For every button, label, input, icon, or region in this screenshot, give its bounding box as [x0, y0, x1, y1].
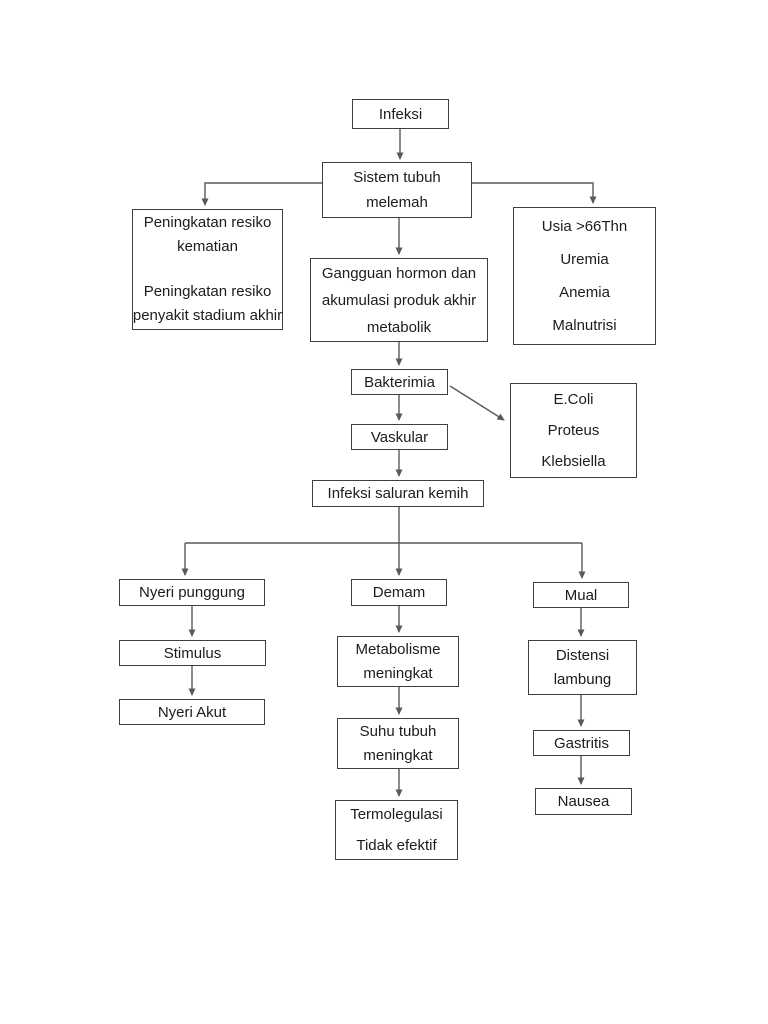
node-jenis-bakteri: E.Coli Proteus Klebsiella	[510, 383, 637, 478]
node-nyeri-akut: Nyeri Akut	[119, 699, 265, 725]
node-nausea: Nausea	[535, 788, 632, 815]
node-infeksi: Infeksi	[352, 99, 449, 129]
node-termoregulasi-tidak-efektif: Termolegulasi Tidak efektif	[335, 800, 458, 860]
node-label: Infeksi saluran kemih	[327, 485, 469, 502]
node-nyeri-punggung: Nyeri punggung	[119, 579, 265, 606]
node-label: melemah	[366, 194, 428, 211]
arrow-sistem-to-resiko	[201, 182, 322, 206]
node-label: Gastritis	[553, 734, 609, 752]
node-peningkatan-resiko: Peningkatan resiko kematian Peningkatan …	[132, 209, 283, 330]
node-label: Malnutrisi	[552, 317, 617, 334]
node-label: Nausea	[557, 793, 610, 810]
node-label: akumulasi produk akhir	[321, 291, 477, 309]
node-bakterimia: Bakterimia	[351, 369, 448, 395]
node-label: metabolik	[366, 318, 432, 336]
node-label: kematian	[177, 238, 238, 255]
node-label: Stimulus	[163, 644, 222, 662]
node-label: Peningkatan resiko	[143, 214, 272, 231]
node-mual: Mual	[533, 582, 629, 608]
node-label: Suhu tubuh	[359, 722, 437, 740]
node-infeksi-saluran-kemih: Infeksi saluran kemih	[312, 480, 484, 507]
node-label: Gangguan hormon dan	[321, 264, 477, 282]
node-label: penyakit stadium akhir	[132, 307, 283, 324]
node-gangguan-hormon: Gangguan hormon dan akumulasi produk akh…	[310, 258, 488, 342]
node-label: Proteus	[547, 422, 600, 439]
node-label: meningkat	[363, 746, 433, 764]
node-label: meningkat	[363, 664, 433, 682]
node-label: Nyeri Akut	[157, 703, 227, 721]
node-label: Anemia	[559, 284, 610, 301]
node-sistem-tubuh-melemah: Sistem tubuh melemah	[322, 162, 472, 218]
node-usia-faktor: Usia >66Thn Uremia Anemia Malnutrisi	[513, 207, 656, 345]
node-metabolisme-meningkat: Metabolisme meningkat	[337, 636, 459, 687]
node-stimulus: Stimulus	[119, 640, 266, 666]
node-distensi-lambung: Distensi lambung	[528, 640, 637, 695]
node-gastritis: Gastritis	[533, 730, 630, 756]
node-label: Distensi	[555, 646, 610, 664]
node-vaskular: Vaskular	[351, 424, 448, 450]
node-label: Sistem tubuh	[353, 169, 441, 186]
node-label: Nyeri punggung	[139, 584, 245, 601]
node-label: Tidak efektif	[356, 836, 437, 854]
arrow-sistem-to-usia	[472, 182, 597, 204]
node-label: E.Coli	[553, 391, 594, 408]
node-label: Klebsiella	[541, 453, 606, 470]
node-label: Mual	[564, 586, 598, 604]
node-label: Peningkatan resiko	[143, 283, 272, 300]
node-label: lambung	[553, 670, 612, 688]
node-label: Usia >66Thn	[541, 218, 628, 235]
node-label: Vaskular	[370, 428, 429, 446]
node-label: Bakterimia	[364, 373, 435, 391]
node-label: Uremia	[560, 251, 609, 268]
arrow-bakterimia-to-bakteri	[449, 385, 505, 421]
node-demam: Demam	[351, 579, 447, 606]
node-label: Termolegulasi	[350, 805, 443, 823]
node-label: Infeksi	[378, 105, 423, 123]
node-suhu-tubuh-meningkat: Suhu tubuh meningkat	[337, 718, 459, 769]
node-label: Metabolisme	[355, 640, 441, 658]
node-label: Demam	[372, 584, 426, 601]
